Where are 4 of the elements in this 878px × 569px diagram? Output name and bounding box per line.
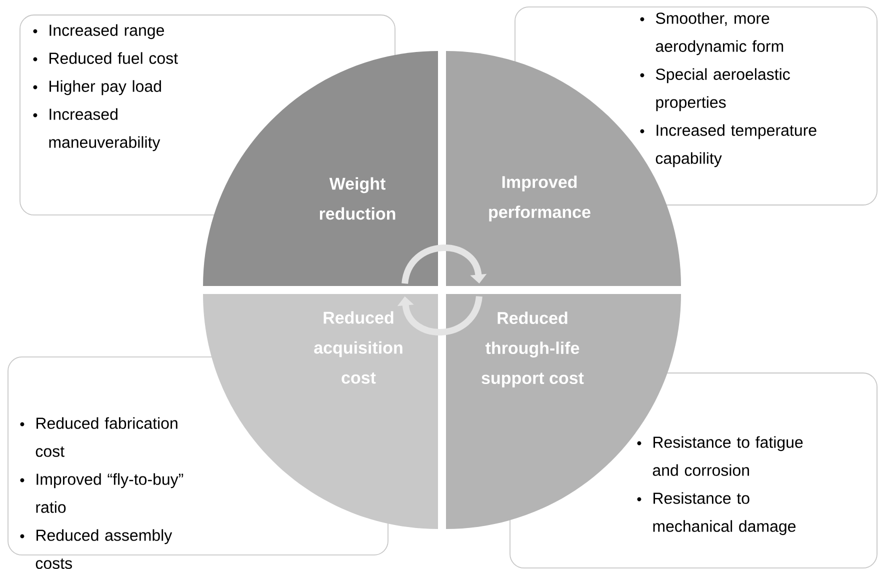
quadrant-sector: Weight reduction — [203, 50, 438, 286]
cycle-arrow — [402, 244, 487, 284]
node-label: costs — [36, 558, 72, 569]
cycle-arrow — [397, 296, 482, 336]
